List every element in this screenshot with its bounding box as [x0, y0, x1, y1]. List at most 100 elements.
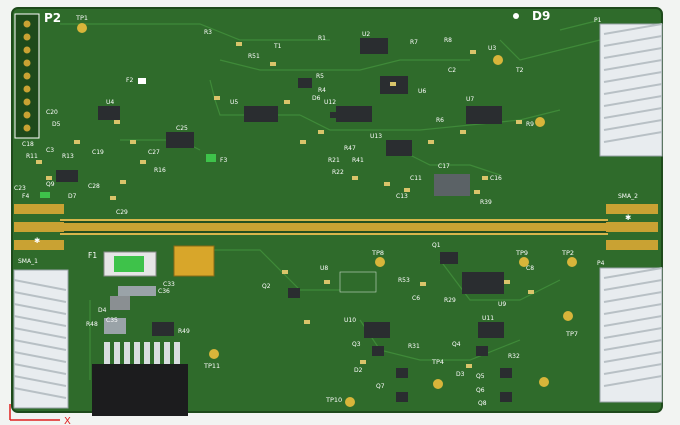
r53-label: R53: [398, 277, 410, 284]
f4-label: F4: [22, 193, 29, 200]
c16-label: C16: [490, 175, 502, 182]
r41-label: R41: [352, 157, 364, 164]
tp4-label: TP4: [431, 358, 444, 366]
tp1-label: TP1: [75, 14, 88, 22]
r47-label: R47: [344, 145, 356, 152]
ic-c25: [166, 132, 194, 148]
r7-label: R7: [410, 39, 418, 46]
r22-label: R22: [332, 169, 344, 176]
smd-parts: [36, 42, 534, 368]
c25-label: C25: [176, 125, 188, 132]
r3-label: R3: [204, 29, 212, 36]
sma-1-label: SMA_1: [18, 258, 38, 265]
t2-label: T2: [515, 67, 524, 74]
c6-label: C6: [412, 295, 420, 302]
r1-label: R1: [318, 35, 326, 42]
c8-label: C8: [526, 265, 534, 272]
r21-label: R21: [328, 157, 340, 164]
t1-label: T1: [273, 43, 282, 50]
p1-connector: [599, 23, 663, 157]
sma-1-pads: ✱: [14, 204, 64, 250]
ic-q9: [56, 170, 78, 182]
r6-label: R6: [436, 117, 444, 124]
d9-label: D9: [532, 9, 550, 23]
tp7-label: TP7: [565, 330, 578, 338]
u13-label: U13: [370, 133, 382, 140]
c28-label: C28: [88, 183, 100, 190]
ic-u7: [466, 106, 502, 124]
c33-label: C33: [163, 281, 175, 288]
u6-label: U6: [418, 88, 426, 95]
ic-u11: [478, 322, 504, 338]
u9-label: U9: [498, 301, 506, 308]
q9-label: Q9: [46, 181, 55, 188]
c27-label: C27: [148, 149, 160, 156]
u2-label: U2: [362, 31, 370, 38]
tp8-label: TP8: [371, 249, 384, 257]
f1-label: F1: [88, 251, 97, 260]
d5-label: D5: [52, 121, 61, 128]
ic-u4: [98, 106, 120, 120]
d4-block: [110, 296, 130, 310]
r49-block: [152, 322, 174, 336]
r9-label: R9: [526, 121, 534, 128]
c36-label: C36: [158, 288, 170, 295]
r49-label: R49: [178, 328, 190, 335]
u3-label: U3: [488, 45, 496, 52]
u11-label: U11: [482, 315, 494, 322]
f2-label: F2: [126, 77, 133, 84]
c35-label: C35: [106, 317, 118, 324]
r13-label: R13: [62, 153, 74, 160]
q8-label: Q8: [478, 400, 487, 407]
u12-label: U12: [324, 99, 336, 106]
f3-led: [206, 154, 216, 162]
small-transistors: [288, 78, 512, 402]
r39-label: R39: [480, 199, 492, 206]
left-bottom-connector: [13, 269, 69, 409]
test-points: [77, 23, 577, 407]
c20-label: C20: [46, 109, 58, 116]
d2-label: D2: [354, 367, 363, 374]
tp2-label: TP2: [561, 249, 574, 257]
u4-label: U4: [106, 99, 114, 106]
r16-label: R16: [154, 167, 166, 174]
c36-cap: [118, 286, 156, 296]
q3-label: Q3: [352, 341, 361, 348]
sma-2-mark: ✱: [625, 213, 631, 222]
r31-label: R31: [408, 343, 420, 350]
q1-label: Q1: [432, 242, 441, 249]
c29-label: C29: [116, 209, 128, 216]
p2-label: P2: [44, 11, 61, 25]
sma-2-pads: ✱: [606, 204, 658, 250]
sma-2-label: SMA_2: [618, 193, 638, 200]
f4-led: [40, 192, 50, 198]
c17-label: C17: [438, 163, 450, 170]
axis-indicator: [9, 404, 60, 421]
passive-labels: R3 R1 T1 R51 R7 U3 C2 T2 R5 R4 D6 D5 C20…: [14, 29, 534, 378]
f2-part: [138, 78, 146, 84]
r32-label: R32: [508, 353, 520, 360]
r48-label: R48: [86, 321, 98, 328]
p1-label: P1: [594, 17, 602, 24]
ic-u5: [244, 106, 278, 122]
p4-connector: [599, 267, 663, 403]
u7-label: U7: [466, 96, 474, 103]
f1-fuse: [103, 251, 157, 277]
d4-label: D4: [98, 307, 107, 314]
x-axis-label: X: [64, 416, 71, 425]
tp11-label: TP11: [203, 362, 220, 370]
r29-label: R29: [444, 297, 456, 304]
c3-label: C3: [46, 147, 54, 154]
c11-label: C11: [410, 175, 422, 182]
u5-label: U5: [230, 99, 238, 106]
d7-label: D7: [68, 193, 77, 200]
ic-u2: [360, 38, 388, 54]
ic-u9: [462, 272, 504, 294]
c35-block: [104, 318, 126, 334]
u8-label: U8: [320, 265, 328, 272]
c18-label: C18: [22, 141, 34, 148]
c33-tantalum: [173, 245, 215, 277]
q2-label: Q2: [262, 283, 271, 290]
